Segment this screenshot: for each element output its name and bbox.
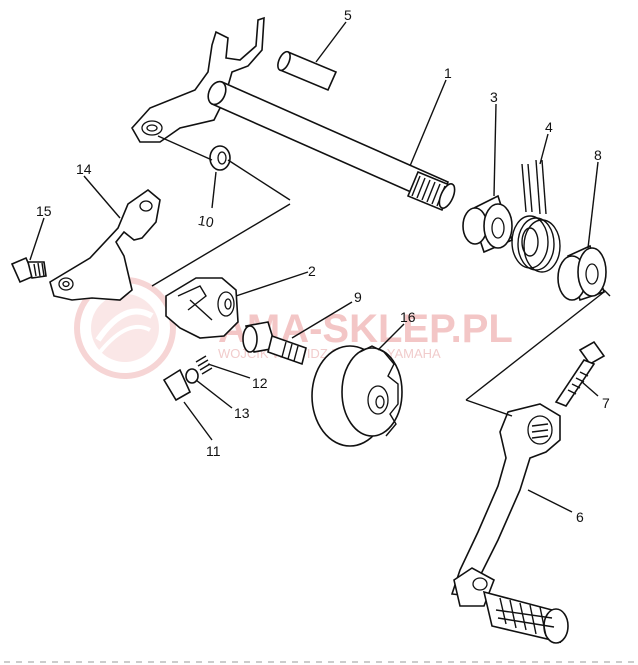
part-14-stopper-lever	[49, 188, 161, 301]
label-part-2: 2	[308, 263, 316, 279]
pedal-spline-icon	[531, 423, 549, 439]
part-9-bolt	[242, 321, 307, 366]
part-15-bolt	[10, 256, 47, 284]
part-4-spring	[511, 159, 561, 273]
part-2-shift-arm	[165, 277, 239, 339]
part-11-plate	[162, 368, 192, 402]
label-part-8: 8	[594, 147, 602, 163]
label-part-6: 6	[576, 509, 584, 525]
part-6-shift-pedal	[450, 403, 569, 644]
label-part-16: 16	[400, 309, 416, 325]
label-part-12: 12	[252, 375, 268, 391]
label-part-7: 7	[602, 395, 610, 411]
part-13-pin	[185, 368, 199, 384]
part-5-pin	[277, 50, 338, 92]
part-10-washer	[209, 145, 231, 171]
label-part-9: 9	[354, 289, 362, 305]
label-part-4: 4	[545, 119, 553, 135]
part-12-spring	[195, 355, 213, 375]
part-8-seal	[557, 244, 607, 302]
part-7-bolt	[554, 340, 606, 407]
leader-lines	[29, 21, 611, 513]
label-part-10: 10	[197, 212, 215, 230]
label-part-1: 1	[444, 65, 452, 81]
label-part-11: 11	[206, 443, 221, 459]
peg-knurl-icon	[495, 597, 555, 637]
part-1-shift-shaft	[131, 16, 456, 212]
label-part-15: 15	[36, 203, 52, 219]
label-part-14: 14	[76, 161, 92, 177]
part-labels: 5 1 3 4 8 14 15 10 2 9 16 12 13 11 7 6	[36, 7, 610, 525]
part-3-collar	[462, 194, 513, 254]
label-part-13: 13	[234, 405, 250, 421]
label-part-5: 5	[344, 7, 352, 23]
label-part-3: 3	[490, 89, 498, 105]
part-16-shift-cam	[311, 345, 403, 447]
